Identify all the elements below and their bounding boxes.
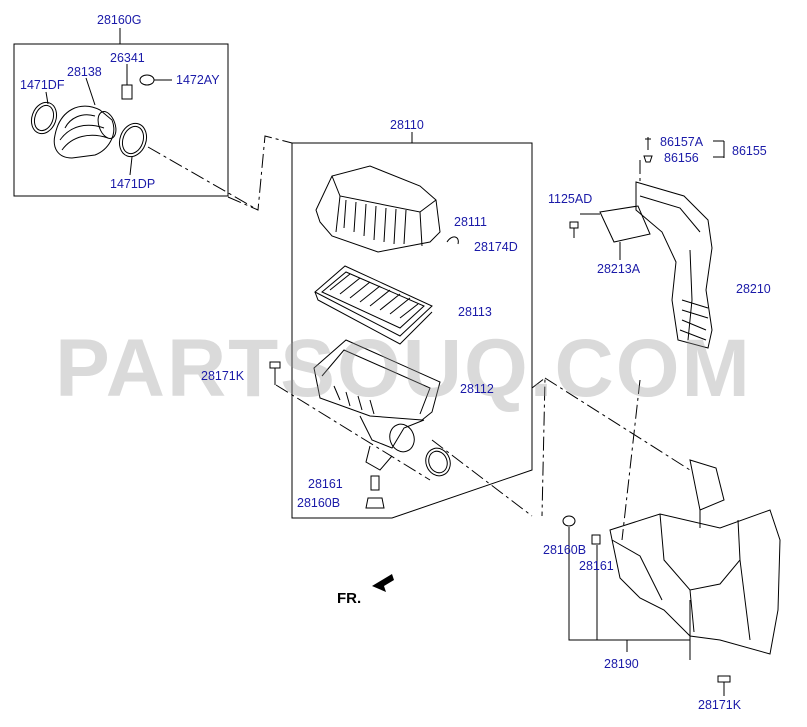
label-28110[interactable]: 28110	[390, 118, 424, 132]
part-28112-ring	[425, 447, 451, 477]
part-1471DP	[118, 122, 148, 158]
part-28160B-a	[365, 497, 385, 509]
part-28112-case	[313, 339, 441, 471]
label-28210[interactable]: 28210	[736, 282, 771, 296]
part-28161-a	[370, 475, 380, 491]
label-1471DP[interactable]: 1471DP	[110, 177, 156, 191]
label-28160B-right[interactable]: 28160B	[543, 543, 587, 557]
label-28161-left[interactable]: 28161	[308, 477, 343, 491]
part-28138-hose	[53, 105, 117, 159]
label-28113[interactable]: 28113	[458, 305, 492, 319]
box-28110	[291, 142, 533, 519]
front-arrow-icon	[372, 574, 394, 592]
part-1125AD-bolt	[569, 221, 579, 238]
part-26341	[121, 84, 133, 100]
label-86156[interactable]: 86156	[664, 151, 699, 165]
label-28190[interactable]: 28190	[604, 657, 639, 671]
label-28161-right[interactable]: 28161	[579, 559, 614, 573]
part-28161-b	[591, 534, 601, 545]
part-28160B-b	[562, 515, 576, 527]
label-28213A[interactable]: 28213A	[597, 262, 641, 276]
label-28111[interactable]: 28111	[454, 215, 487, 229]
part-1472AY	[139, 74, 155, 86]
label-28171K-left[interactable]: 28171K	[201, 369, 245, 383]
label-28160B-left[interactable]: 28160B	[297, 496, 341, 510]
front-marker: FR.	[337, 590, 362, 607]
label-28138[interactable]: 28138	[67, 65, 102, 79]
part-28111-cover	[315, 165, 441, 253]
part-28113-filter	[314, 265, 433, 345]
label-86155[interactable]: 86155	[732, 144, 767, 158]
label-28174D[interactable]: 28174D	[474, 240, 518, 254]
part-28213A	[599, 205, 651, 243]
part-28210-duct	[635, 181, 713, 349]
label-26341[interactable]: 26341	[110, 51, 145, 65]
label-28171K-right[interactable]: 28171K	[698, 698, 742, 712]
label-1125AD[interactable]: 1125AD	[548, 192, 593, 206]
label-1472AY[interactable]: 1472AY	[176, 73, 220, 87]
part-86156	[643, 155, 653, 163]
part-28171K-bolt-a	[269, 361, 281, 385]
box-28160G	[13, 43, 229, 197]
label-1471DF[interactable]: 1471DF	[20, 78, 65, 92]
part-28174D	[446, 236, 459, 245]
part-1471DF	[30, 101, 58, 135]
label-28160G[interactable]: 28160G	[97, 13, 142, 27]
label-86157A[interactable]: 86157A	[660, 135, 704, 149]
label-28112[interactable]: 28112	[460, 382, 494, 396]
part-86157A	[645, 137, 651, 150]
part-28171K-bolt-b	[717, 675, 731, 696]
part-28190-resonator	[609, 459, 781, 655]
